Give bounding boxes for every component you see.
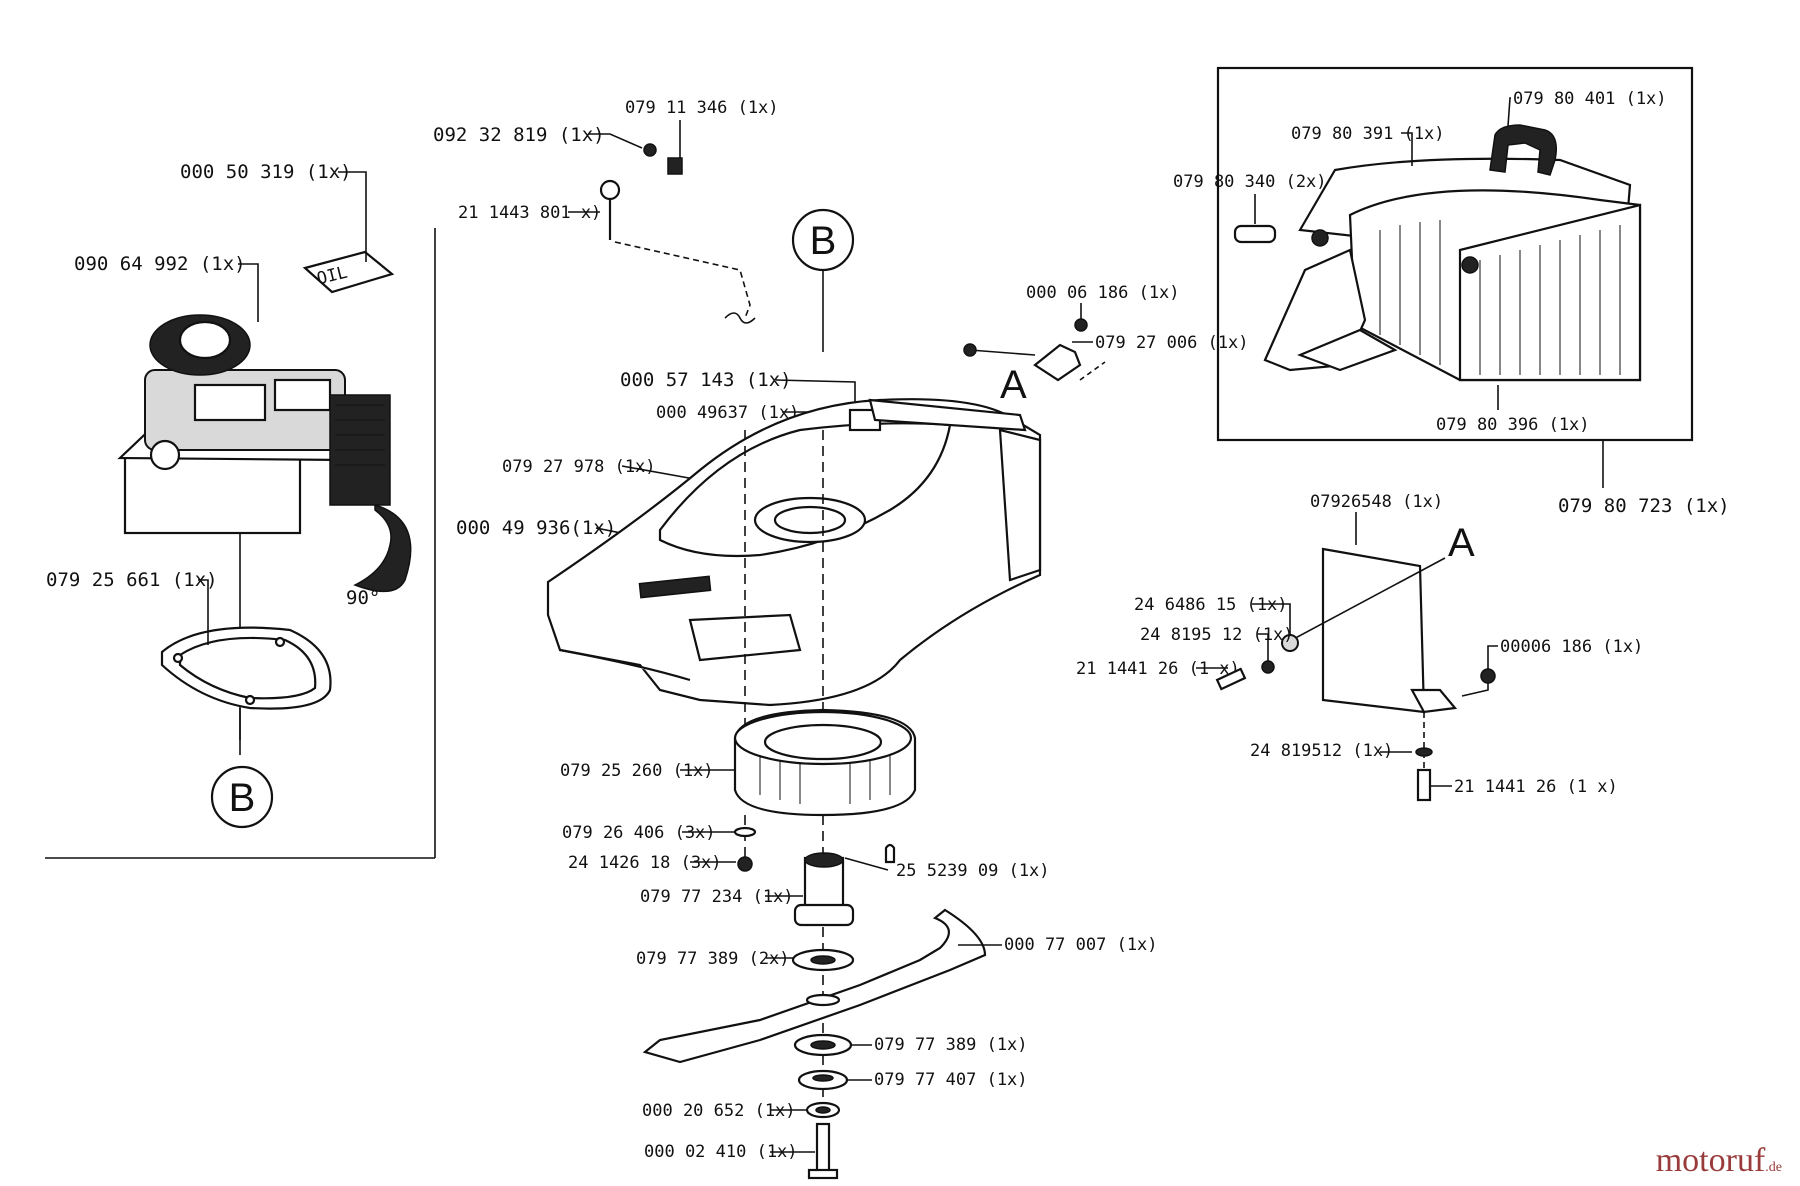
label-bolt-b: 21 1441 26 (1 x) xyxy=(1454,777,1618,797)
oil-sticker: OIL xyxy=(302,250,395,294)
washer-c-icon xyxy=(1415,747,1433,757)
deck-cover-plate xyxy=(638,575,712,599)
label-flap: 07926548 (1x) xyxy=(1310,492,1443,512)
label-nut-a: 000 06 186 (1x) xyxy=(1026,283,1180,303)
label-fan: 079 25 260 (1x) xyxy=(560,761,714,781)
label-spacer-2x: 079 77 389 (2x) xyxy=(636,949,790,969)
callout-b-deck-text: B xyxy=(810,219,837,263)
label-washer-d: 079 26 406 (3x) xyxy=(562,823,716,843)
label-bolt-long: 21 1443 801 x) xyxy=(458,203,601,223)
deck-group: 000 57 143 (1x) 000 49637 (1x) 079 27 97… xyxy=(456,363,1042,770)
label-engine: 090 64 992 (1x) xyxy=(74,253,246,275)
bag-handle xyxy=(1489,124,1557,176)
label-bag-frame: 079 80 391 (1x) xyxy=(1291,124,1445,144)
label-bag-handle: 079 80 401 (1x) xyxy=(1513,89,1667,109)
label-washer-e: 24 1426 18 (3x) xyxy=(568,853,722,873)
engine xyxy=(117,314,391,740)
label-oil-sticker: 000 50 319 (1x) xyxy=(180,161,352,183)
top-bolts-group: 079 11 346 (1x) 092 32 819 (1x) 21 1443 … xyxy=(433,98,779,324)
rotation-arrow-icon xyxy=(353,503,412,593)
watermark-brand: motoruf xyxy=(1655,1142,1766,1179)
label-center-bolt: 000 02 410 (1x) xyxy=(644,1142,798,1162)
label-hub: 079 77 234 (1x) xyxy=(640,887,794,907)
callout-a-deck: A xyxy=(1000,363,1027,407)
washer-d-icon xyxy=(733,826,757,838)
callout-a-flap: A xyxy=(1448,521,1475,565)
bracket-screw-icon xyxy=(963,343,977,357)
label-bag-assembly: 079 80 723 (1x) xyxy=(1558,495,1730,517)
label-washer-f: 079 77 407 (1x) xyxy=(874,1070,1028,1090)
label-spacer-ring: 079 25 661 (1x) xyxy=(46,569,218,591)
key-icon xyxy=(884,843,896,864)
label-washer-a: 24 6486 15 (1x) xyxy=(1134,595,1288,615)
blade-stack-group: 079 25 260 (1x) 079 26 406 (3x) 24 1426 … xyxy=(560,708,1158,1180)
center-bolt-icon xyxy=(815,1122,831,1174)
nut-icon xyxy=(667,157,683,175)
callout-b-engine-text: B xyxy=(229,776,256,820)
blade xyxy=(642,908,987,1064)
flap xyxy=(1321,547,1426,714)
bracket-group: 000 06 186 (1x) 079 27 006 (1x) xyxy=(963,283,1249,382)
bag-pin-head-icon xyxy=(1311,229,1329,247)
screw-icon xyxy=(643,143,657,157)
label-spacer-1x: 079 77 389 (1x) xyxy=(874,1035,1028,1055)
engine-group: OIL 000 50 319 (1x) 090 64 992 (1x) xyxy=(45,161,436,859)
flap-group: 07926548 (1x) A 24 6486 15 (1x) 24 8195 … xyxy=(1076,492,1643,802)
label-washer-c: 24 819512 (1x) xyxy=(1250,741,1393,761)
label-deck-cover: 000 49 936(1x) xyxy=(456,517,616,539)
label-nut-b: 00006 186 (1x) xyxy=(1500,637,1643,657)
washer-a-icon xyxy=(1281,634,1299,652)
label-rotation: 90° xyxy=(346,587,380,609)
label-bolt-a: 21 1441 26 (1 x) xyxy=(1076,659,1240,679)
label-key: 25 5239 09 (1x) xyxy=(896,861,1050,881)
label-washer-b: 24 8195 12 (1x) xyxy=(1140,625,1294,645)
grass-bag-group: 079 80 401 (1x) 079 80 391 (1x) 079 80 3… xyxy=(1173,66,1730,517)
bracket xyxy=(1033,343,1082,382)
label-bracket: 079 27 006 (1x) xyxy=(1095,333,1249,353)
label-deck-part-a: 000 57 143 (1x) xyxy=(620,369,792,391)
label-deck: 079 27 978 (1x) xyxy=(502,457,656,477)
label-washer-g: 000 20 652 (1x) xyxy=(642,1101,796,1121)
label-deck-part-b: 000 49637 (1x) xyxy=(656,403,799,423)
bolt-head-icon xyxy=(599,179,621,201)
label-bag-pin: 079 80 340 (2x) xyxy=(1173,172,1327,192)
bag-pin xyxy=(1233,224,1277,244)
watermark-tld: .de xyxy=(1765,1160,1782,1175)
washer-b-icon xyxy=(1261,660,1275,674)
hub xyxy=(793,852,855,927)
nut-a-icon xyxy=(1074,318,1088,332)
bolt-b-icon xyxy=(1416,768,1432,802)
label-blade: 000 77 007 (1x) xyxy=(1004,935,1158,955)
label-screw-top-b: 079 11 346 (1x) xyxy=(625,98,779,118)
callout-b-engine xyxy=(210,765,274,829)
label-bag-body: 079 80 396 (1x) xyxy=(1436,415,1590,435)
label-screw-top-a: 092 32 819 (1x) xyxy=(433,124,605,146)
washer-e-icon xyxy=(737,856,753,872)
watermark-logo: motoruf.de xyxy=(1656,1142,1782,1180)
bolt-a-icon xyxy=(1215,667,1247,691)
fan xyxy=(733,708,917,817)
nut-b-icon xyxy=(1480,668,1496,684)
bag-side xyxy=(1458,203,1642,382)
spacer-ring xyxy=(160,626,332,710)
